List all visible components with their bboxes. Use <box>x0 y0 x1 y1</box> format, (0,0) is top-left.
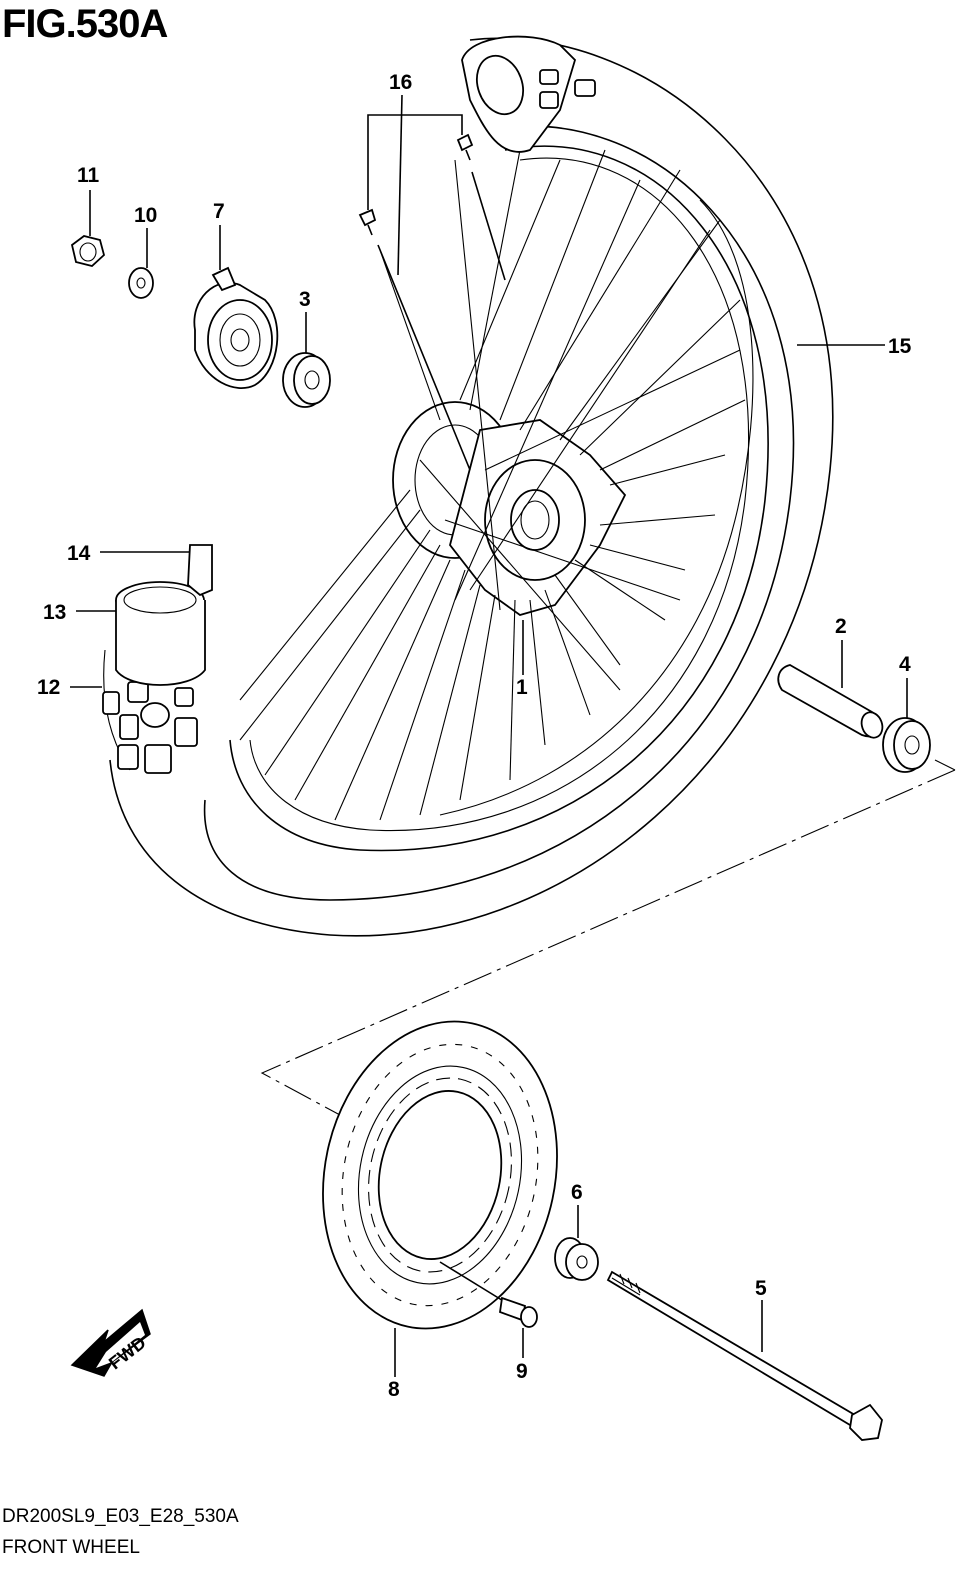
spokes <box>239 149 746 821</box>
hub-bore-outer <box>510 489 560 551</box>
rim-channel <box>439 199 754 816</box>
callout-1: 1 <box>516 676 528 699</box>
bearing-4 <box>882 717 931 773</box>
hub-bore-inner <box>520 500 550 540</box>
axle-5 <box>606 1270 883 1441</box>
axle-collar-6 <box>554 1237 599 1281</box>
tread-blocks-bottom <box>102 649 198 774</box>
callout-3: 3 <box>299 288 311 311</box>
wheel-assembly <box>102 35 834 937</box>
fwd-arrow-icon: FWD <box>70 1308 151 1377</box>
tire-outline <box>109 37 834 937</box>
callout-12: 12 <box>37 676 60 699</box>
rim-lock-14 <box>187 544 213 597</box>
spacer-2 <box>777 664 884 739</box>
callout-6: 6 <box>571 1181 583 1204</box>
callout-11: 11 <box>77 164 100 187</box>
tire-inner-edge <box>203 125 795 901</box>
diagram-code: DR200SL9_E03_E28_530A <box>2 1506 239 1527</box>
axis-reference-line <box>260 769 956 1116</box>
diagram-name: FRONT WHEEL <box>2 1537 140 1558</box>
callout-15: 15 <box>888 335 912 358</box>
speedometer-gearbox-7 <box>193 266 279 389</box>
bearing-3 <box>282 352 331 408</box>
callout-2: 2 <box>835 615 847 638</box>
callout-13: 13 <box>43 601 66 624</box>
spoke-part-16 <box>358 133 506 471</box>
tread-blocks-top <box>461 35 596 153</box>
callout-10: 10 <box>134 204 157 227</box>
figure-title: FIG.530A <box>2 2 168 46</box>
nut-11 <box>70 235 106 267</box>
callout-8: 8 <box>388 1378 400 1401</box>
callout-14: 14 <box>67 542 91 565</box>
callout-4: 4 <box>899 653 911 676</box>
callout-16: 16 <box>389 71 412 94</box>
rim-outer <box>229 145 769 852</box>
disc-bolt-9 <box>439 1261 538 1328</box>
brake-disc-8 <box>322 1020 558 1330</box>
callout-9: 9 <box>516 1360 528 1383</box>
rim-band-13 <box>115 581 206 686</box>
rim-inner <box>249 157 750 832</box>
washer-10 <box>128 267 154 299</box>
callout-7: 7 <box>213 200 225 223</box>
callout-5: 5 <box>755 1277 767 1300</box>
leader-lines <box>70 94 908 1377</box>
